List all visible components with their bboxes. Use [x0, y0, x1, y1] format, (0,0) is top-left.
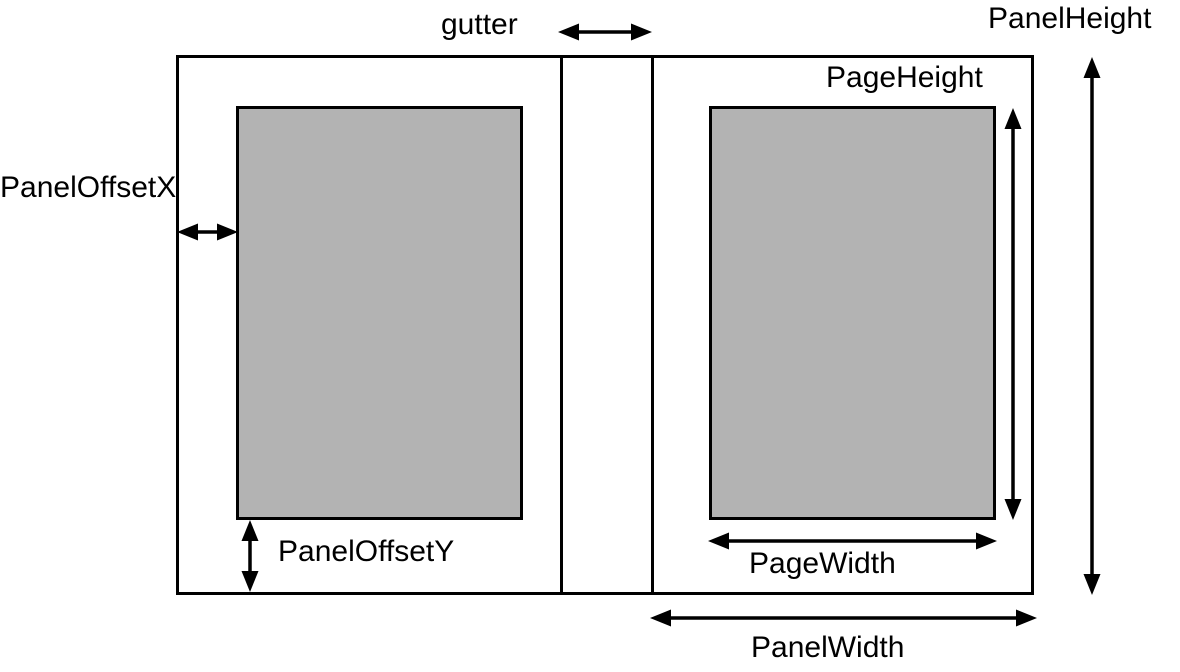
panel-width-label: PanelWidth: [751, 631, 905, 664]
page-height-arrow: [1004, 108, 1022, 520]
panel-width-arrow: [650, 609, 1037, 627]
gutter-right-divider: [651, 58, 654, 592]
page-width-label: PageWidth: [749, 547, 896, 580]
gutter-left-divider: [560, 58, 563, 592]
panel-offset-x-arrow: [177, 223, 238, 241]
panel-offset-y-arrow: [241, 520, 259, 592]
panel-height-label: PanelHeight: [988, 2, 1152, 35]
page-width-arrow: [708, 532, 997, 550]
right-page-rect: [709, 106, 996, 520]
gutter-label: gutter: [441, 8, 518, 41]
panel-spread-outline: [176, 55, 1034, 595]
page-height-label: PageHeight: [826, 61, 983, 94]
panel-height-arrow: [1083, 57, 1101, 595]
panel-offset-x-label: PanelOffsetX: [0, 171, 177, 204]
gutter-arrow: [558, 23, 652, 41]
left-page-rect: [236, 106, 523, 520]
panel-offset-y-label: PanelOffsetY: [278, 535, 455, 568]
